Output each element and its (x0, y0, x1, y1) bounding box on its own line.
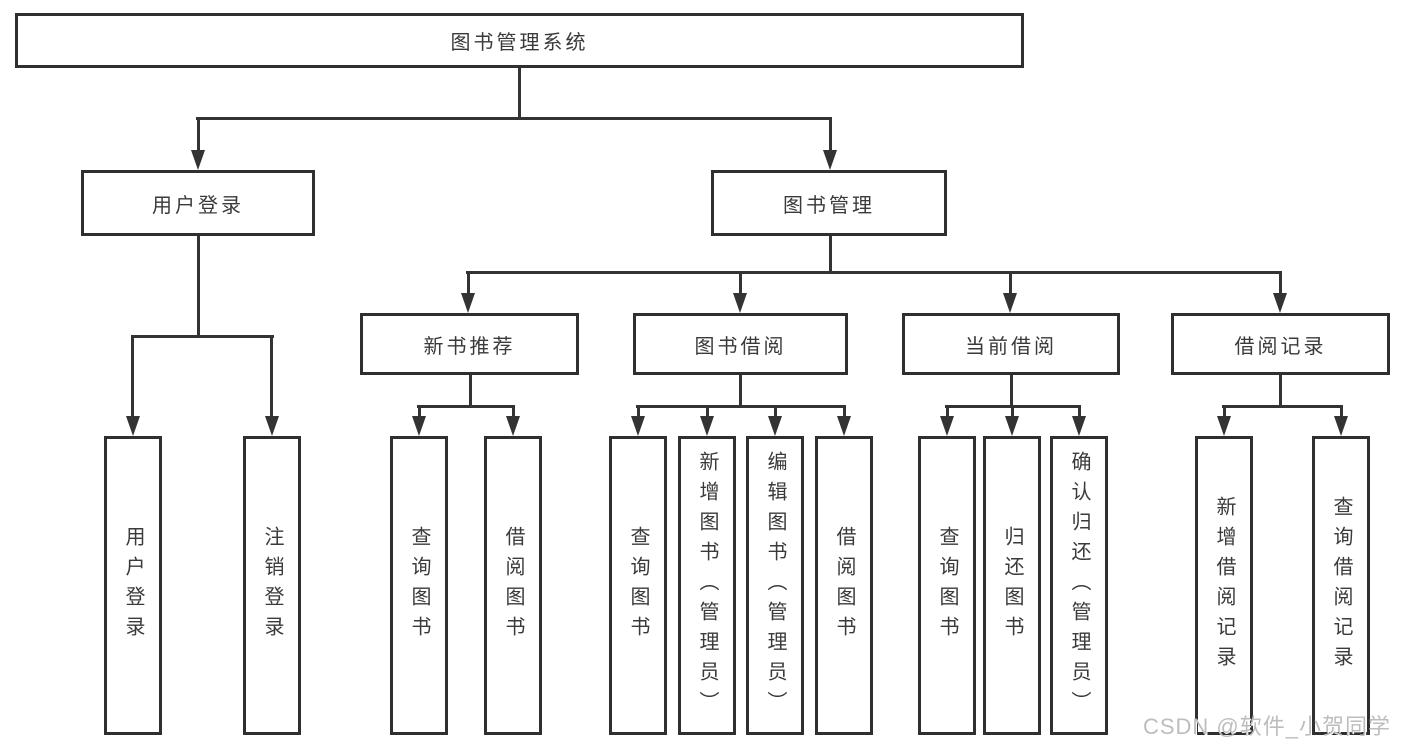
node-label: 确认归还（管理员） (1068, 450, 1090, 721)
connector-line (739, 271, 742, 294)
connector-arrowhead (265, 416, 279, 436)
node-label: 新书推荐 (423, 335, 516, 358)
node-new-book-recommendation: 新书推荐 (360, 313, 579, 375)
leaf-user-login: 用户登录 (104, 436, 162, 735)
connector-arrowhead (191, 150, 205, 170)
node-label: 借阅图书 (502, 525, 524, 646)
connector-arrowhead (1005, 416, 1019, 436)
node-label: 用户登录 (122, 525, 144, 646)
leaf-query-books: 查询图书 (390, 436, 448, 735)
node-label: 新增图书（管理员） (696, 450, 718, 721)
node-label: 借阅记录 (1234, 335, 1327, 358)
node-label: 图书借阅 (694, 335, 787, 358)
connector-line (637, 405, 640, 418)
node-label: 用户登录 (152, 194, 244, 217)
connector-line (636, 405, 846, 408)
connector-line (1279, 271, 1282, 294)
connector-line (466, 271, 1282, 274)
connector-arrowhead (733, 293, 747, 313)
node-label: 图书管理系统 (450, 32, 589, 54)
connector-arrowhead (1072, 416, 1086, 436)
connector-line (946, 405, 949, 418)
connector-line (1078, 405, 1081, 418)
node-label: 查询图书 (627, 525, 649, 646)
connector-line (1223, 405, 1226, 418)
node-book-borrowing: 图书借阅 (633, 313, 848, 375)
connector-line (829, 236, 832, 274)
connector-line (739, 375, 742, 408)
connector-line (1340, 405, 1343, 418)
leaf-edit-books-admin: 编辑图书（管理员） (746, 436, 804, 735)
node-current-borrowing: 当前借阅 (902, 313, 1120, 375)
node-label: 当前借阅 (965, 335, 1057, 358)
connector-arrowhead (461, 293, 475, 313)
node-label: 查询图书 (936, 525, 958, 646)
connector-line (829, 117, 832, 151)
connector-line (197, 117, 200, 151)
connector-arrowhead (1334, 416, 1348, 436)
connector-arrowhead (1273, 293, 1287, 313)
node-label: 新增借阅记录 (1213, 495, 1235, 676)
connector-arrowhead (700, 416, 714, 436)
connector-arrowhead (940, 416, 954, 436)
leaf-add-books-admin: 新增图书（管理员） (678, 436, 736, 735)
connector-line (197, 236, 200, 335)
connector-line (131, 335, 134, 417)
connector-line (418, 405, 421, 418)
connector-arrowhead (768, 416, 782, 436)
node-library-management-system: 图书管理系统 (15, 13, 1024, 68)
connector-line (1011, 405, 1014, 418)
leaf-query-books-3: 查询图书 (918, 436, 976, 735)
connector-line (467, 271, 470, 294)
node-label: 归还图书 (1001, 525, 1023, 646)
connector-line (417, 405, 515, 408)
node-label: 注销登录 (261, 525, 283, 646)
node-label: 借阅图书 (833, 525, 855, 646)
connector-arrowhead (506, 416, 520, 436)
connector-line (131, 335, 274, 338)
connector-line (1010, 375, 1013, 408)
leaf-borrow-books: 借阅图书 (484, 436, 542, 735)
connector-line (270, 335, 273, 417)
watermark-text: CSDN @软件_小贺同学 (1142, 714, 1391, 739)
connector-arrowhead (1003, 293, 1017, 313)
connector-arrowhead (823, 150, 837, 170)
node-user-login: 用户登录 (81, 170, 315, 236)
leaf-add-borrow-record: 新增借阅记录 (1195, 436, 1253, 735)
leaf-confirm-return-admin: 确认归还（管理员） (1050, 436, 1108, 735)
connector-line (1009, 271, 1012, 294)
node-label: 查询图书 (408, 525, 430, 646)
node-label: 编辑图书（管理员） (764, 450, 786, 721)
leaf-query-books-2: 查询图书 (609, 436, 667, 735)
connector-line (706, 405, 709, 418)
connector-line (774, 405, 777, 418)
leaf-query-borrow-record: 查询借阅记录 (1312, 436, 1370, 735)
node-borrowing-records: 借阅记录 (1171, 313, 1390, 375)
connector-line (469, 375, 472, 408)
connector-arrowhead (837, 416, 851, 436)
connector-arrowhead (412, 416, 426, 436)
node-label: 图书管理 (783, 194, 875, 217)
connector-line (512, 405, 515, 418)
connector-line (518, 68, 521, 117)
node-label: 查询借阅记录 (1330, 495, 1352, 676)
leaf-return-books: 归还图书 (983, 436, 1041, 735)
connector-line (1279, 375, 1282, 408)
connector-line (1222, 405, 1343, 408)
leaf-logout-login: 注销登录 (243, 436, 301, 735)
connector-line (196, 117, 832, 120)
connector-line (843, 405, 846, 418)
connector-arrowhead (126, 416, 140, 436)
connector-arrowhead (631, 416, 645, 436)
leaf-borrow-books-2: 借阅图书 (815, 436, 873, 735)
connector-arrowhead (1217, 416, 1231, 436)
node-book-management: 图书管理 (711, 170, 947, 236)
